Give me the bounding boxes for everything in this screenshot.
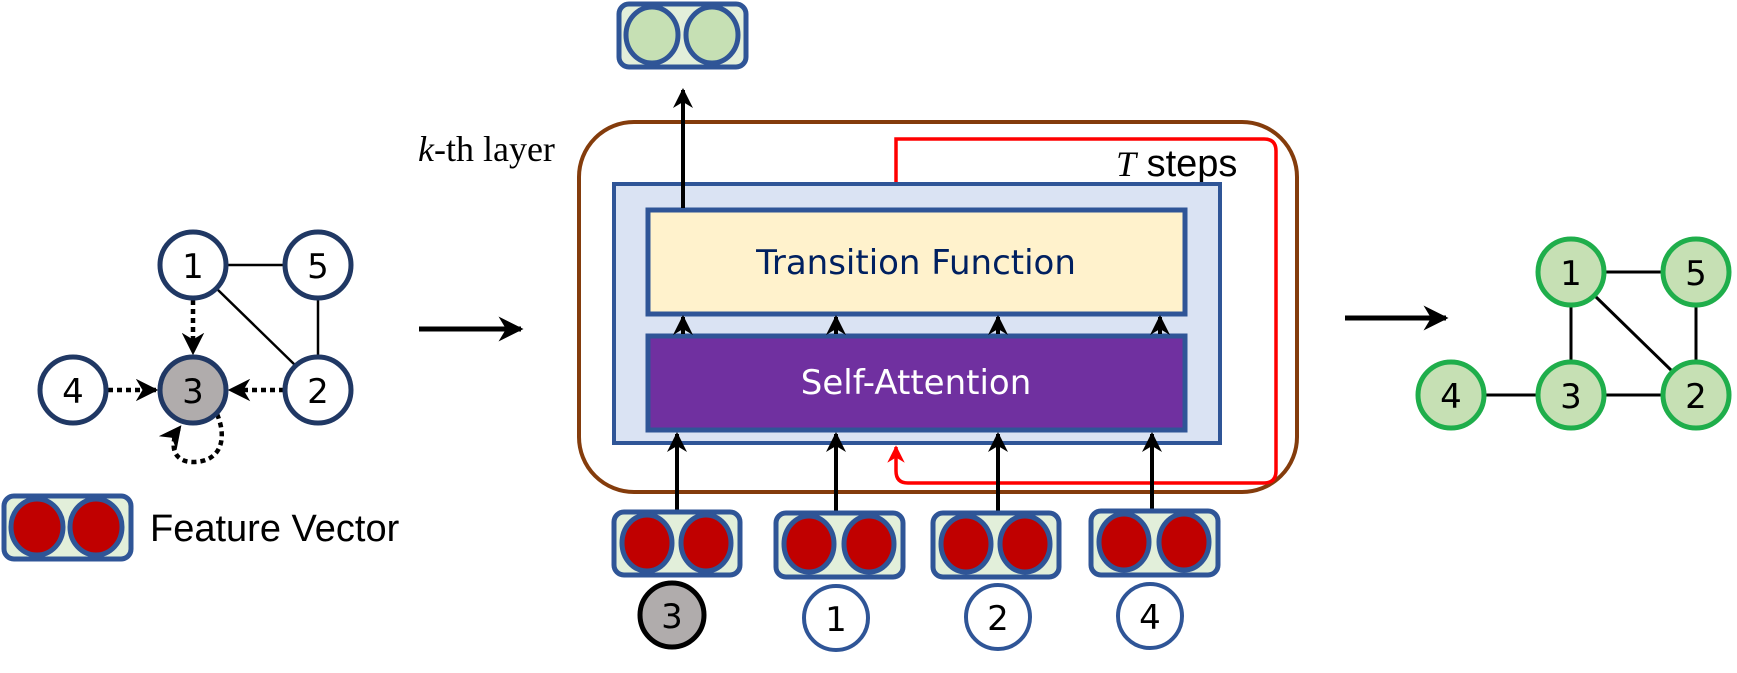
self-attention-label: Self-Attention: [801, 363, 1032, 403]
output-node-3: 3: [1535, 359, 1607, 431]
output-node-5: 5: [1660, 236, 1732, 308]
self-attention-rect: [645, 333, 1188, 433]
node-label: 3: [1560, 377, 1582, 417]
layer-block: k-th layer T steps Transition Function S…: [418, 1, 1299, 652]
input-node-label: 4: [1139, 598, 1161, 638]
steps-label-rest: steps: [1136, 143, 1237, 185]
output-node-1: 1: [1535, 236, 1607, 308]
node-label: 5: [307, 247, 329, 287]
steps-var: T: [1116, 144, 1139, 184]
input-node-3-target: 3: [157, 354, 229, 426]
input-node-circle: [637, 580, 707, 650]
node-label: 1: [1560, 254, 1582, 294]
input-node-label: 2: [987, 599, 1009, 639]
legend: Feature Vector: [1, 493, 400, 562]
node-label: 2: [307, 372, 329, 412]
input-node-circle: [964, 583, 1032, 651]
node-label: 5: [1685, 254, 1707, 294]
edge-1-2: [1593, 294, 1675, 374]
input-node-5: 5: [282, 229, 354, 301]
node-label: 4: [62, 372, 84, 412]
output-graph: 1 5 4 3 2: [1415, 236, 1732, 431]
layer-label: k-th layer: [418, 129, 555, 169]
transition-function-label: Transition Function: [755, 243, 1076, 283]
output-node-4: 4: [1415, 359, 1487, 431]
node-label: 3: [182, 372, 204, 412]
legend-label: Feature Vector: [150, 508, 400, 550]
self-attention-block: Self-Attention: [645, 333, 1188, 433]
input-node-2: 2: [282, 354, 354, 426]
input-column-2: 2: [930, 432, 1062, 651]
recurrence-loop: [887, 137, 1278, 485]
node-label: 4: [1440, 377, 1462, 417]
node-label: 1: [182, 247, 204, 287]
output-feature-vector: [616, 1, 749, 70]
input-column-4: 4: [1088, 432, 1221, 650]
layer-var: k: [418, 129, 435, 169]
layer-border: [577, 120, 1299, 494]
feature-vector-icon: [1, 493, 134, 562]
steps-label: T steps: [1116, 143, 1237, 185]
node-label: 2: [1685, 377, 1707, 417]
input-node-label: 3: [661, 597, 683, 637]
input-node-circle: [1116, 582, 1184, 650]
output-node-2: 2: [1660, 359, 1732, 431]
edge-1-2: [216, 288, 297, 367]
input-graph: 1 5 4 3 2: [37, 229, 354, 465]
self-loop-arrow-3: [158, 413, 224, 465]
transition-function-block: Transition Function: [645, 207, 1188, 317]
input-column-3: 3: [611, 432, 743, 650]
input-node-4: 4: [37, 354, 109, 426]
input-node-label: 1: [825, 600, 847, 640]
input-node-1: 1: [157, 229, 229, 301]
layer-label-rest: -th layer: [434, 129, 555, 169]
input-node-circle: [802, 584, 870, 652]
input-column-1: 1: [773, 432, 906, 652]
